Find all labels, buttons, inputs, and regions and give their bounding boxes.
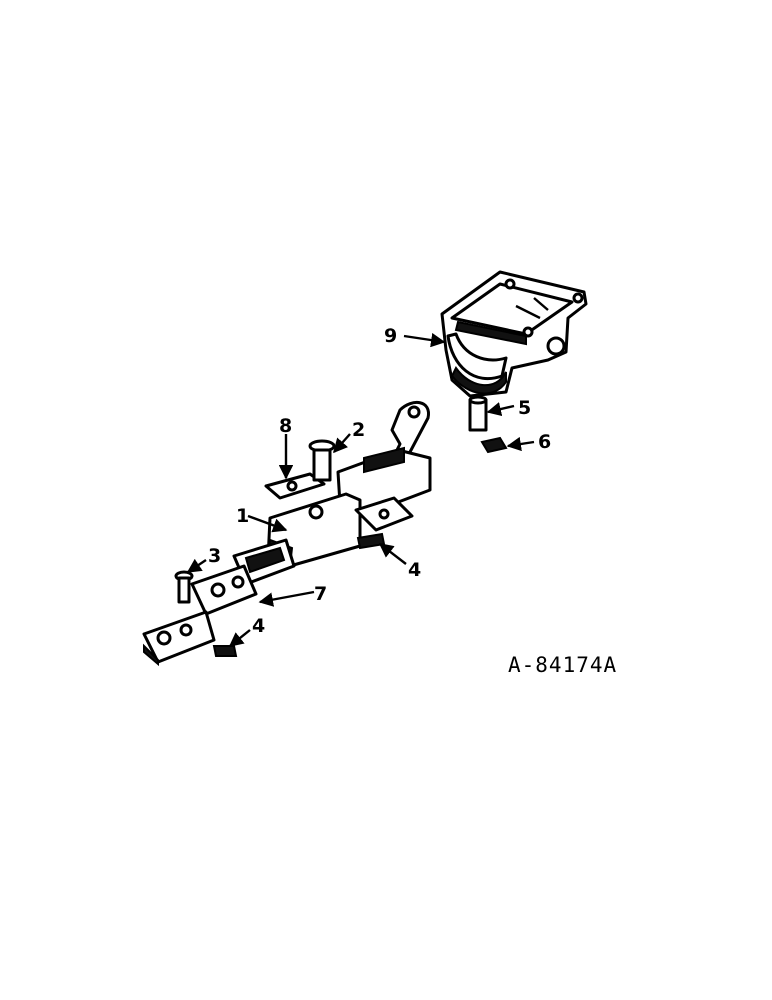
callout-2: 2 bbox=[352, 419, 365, 441]
callout-4-upper: 4 bbox=[408, 559, 421, 581]
part-3-bolt bbox=[174, 570, 194, 604]
part-9-hitch-support bbox=[440, 270, 588, 398]
callout-9: 9 bbox=[384, 325, 397, 347]
callout-8: 8 bbox=[279, 415, 292, 437]
part-4-nut-upper bbox=[356, 532, 386, 550]
leader-lines bbox=[186, 332, 535, 647]
part-5-pin bbox=[468, 395, 488, 432]
callout-7: 7 bbox=[314, 583, 327, 605]
part-6-lock bbox=[480, 436, 508, 454]
part-7-extension bbox=[142, 538, 296, 667]
part-8-strap bbox=[264, 472, 326, 500]
part-4-nut-lower bbox=[212, 645, 238, 657]
callout-1: 1 bbox=[236, 505, 249, 527]
callout-4-lower: 4 bbox=[252, 615, 265, 637]
drawing-number: A-84174A bbox=[508, 653, 617, 677]
callout-6: 6 bbox=[538, 431, 551, 453]
callout-3: 3 bbox=[208, 545, 221, 567]
side-plate bbox=[354, 496, 414, 532]
callout-5: 5 bbox=[518, 397, 531, 419]
part-2-bolt bbox=[308, 439, 336, 482]
